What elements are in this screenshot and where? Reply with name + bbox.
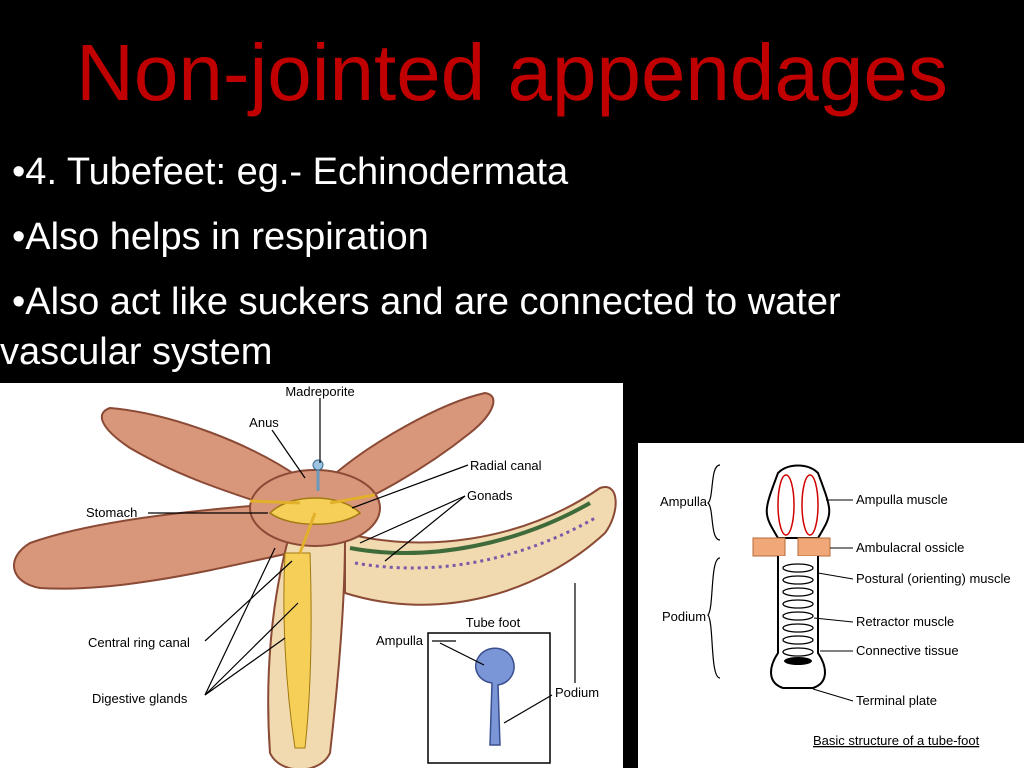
label-madreporite: Madreporite (285, 384, 354, 399)
bullet-suckers: •Also act like suckers and are connected… (12, 281, 841, 323)
tubefoot-leader-lines (812, 499, 854, 702)
label-tube-foot: Tube foot (466, 615, 521, 630)
label-digestive-glands: Digestive glands (92, 691, 188, 706)
label-anus: Anus (249, 415, 279, 430)
label-ampulla-right: Ampulla (660, 494, 708, 509)
podium-brace (707, 557, 721, 679)
label-central-ring-canal: Central ring canal (88, 635, 190, 650)
ambulacral-ossicle-right (797, 537, 831, 557)
tubefoot-illustration: Ampulla Podium Ampulla muscle Ambulacral… (660, 464, 1011, 748)
bullet-suckers-continued: vascular system (0, 331, 273, 373)
ambulacral-ossicle-left (752, 537, 786, 557)
retractor-coils (782, 563, 814, 657)
ampulla-bulb (765, 464, 831, 539)
label-retractor-muscle: Retractor muscle (856, 614, 954, 629)
label-gonads: Gonads (467, 488, 513, 503)
bullet-respiration: •Also helps in respiration (12, 216, 429, 258)
slide-title: Non-jointed appendages (76, 28, 948, 117)
label-connective-tissue: Connective tissue (856, 643, 959, 658)
label-terminal-plate: Terminal plate (856, 693, 937, 708)
terminal-disc (784, 657, 812, 665)
podium-tube (770, 556, 826, 689)
ampulla-brace (707, 464, 721, 541)
starfish-diagram: Madreporite Anus Radial canal Gonads Sto… (0, 383, 623, 768)
label-stomach: Stomach (86, 505, 137, 520)
leader-lines (148, 398, 576, 724)
label-podium: Podium (555, 685, 599, 700)
label-radial-canal: Radial canal (470, 458, 542, 473)
starfish-illustration: Madreporite Anus Radial canal Gonads Sto… (13, 384, 617, 768)
bullet-tubefeet: •4. Tubefeet: eg.- Echinodermata (12, 151, 569, 193)
label-ambulacral-ossicle: Ambulacral ossicle (856, 540, 964, 555)
tube-foot-shape (474, 647, 515, 746)
label-ampulla: Ampulla (376, 633, 424, 648)
tubefoot-caption: Basic structure of a tube-foot (813, 733, 980, 748)
label-ampulla-muscle: Ampulla muscle (856, 492, 948, 507)
label-podium-right: Podium (662, 609, 706, 624)
tubefoot-diagram: Ampulla Podium Ampulla muscle Ambulacral… (638, 443, 1024, 768)
label-postural-muscle: Postural (orienting) muscle (856, 571, 1011, 586)
internal-organs (249, 459, 596, 749)
